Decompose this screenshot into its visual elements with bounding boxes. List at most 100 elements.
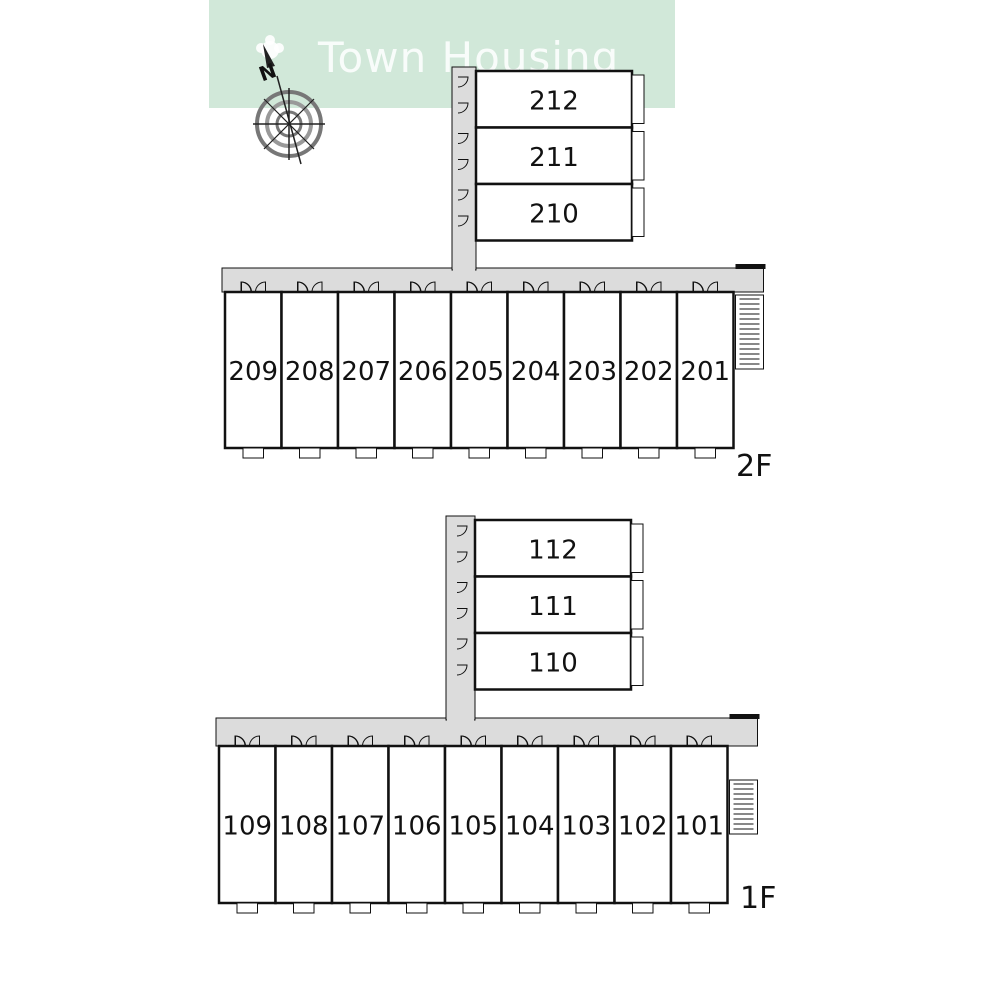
door-icon xyxy=(481,281,492,293)
walkway-joint xyxy=(447,717,474,721)
door-icon xyxy=(461,735,472,747)
balcony xyxy=(349,902,371,914)
door-icon xyxy=(650,281,662,293)
door-icon xyxy=(456,608,468,619)
walkway-corridor xyxy=(221,267,764,293)
balcony xyxy=(462,902,484,914)
balcony xyxy=(406,902,428,914)
balcony xyxy=(412,447,434,459)
door-icon xyxy=(580,281,591,293)
balcony xyxy=(630,636,644,686)
stair-rail xyxy=(735,264,766,269)
stair-rail xyxy=(729,714,760,719)
door-icon xyxy=(404,735,416,747)
door-icon xyxy=(291,735,303,747)
door-icon xyxy=(701,735,712,747)
balcony xyxy=(293,902,315,914)
unit-room xyxy=(449,290,509,450)
balcony xyxy=(631,74,645,124)
unit-room xyxy=(330,744,390,905)
unit-label: 102 xyxy=(618,812,668,842)
floor-label: 2F xyxy=(736,449,772,484)
unit-label: 204 xyxy=(511,357,561,387)
door-icon xyxy=(241,281,252,293)
door-icon xyxy=(457,102,469,114)
door-icon xyxy=(523,281,535,293)
unit-label: 203 xyxy=(567,357,617,387)
door-icon xyxy=(297,281,309,293)
balcony xyxy=(468,447,490,459)
door-icon xyxy=(517,735,529,747)
door-icon xyxy=(457,215,469,227)
walkway-stem xyxy=(451,66,477,271)
unit-label: 112 xyxy=(528,535,578,565)
unit-label: 205 xyxy=(454,357,504,387)
door-icon xyxy=(368,281,379,293)
door-icon xyxy=(457,76,469,88)
unit-label: 107 xyxy=(335,812,385,842)
balcony xyxy=(355,447,377,459)
balcony xyxy=(632,902,654,914)
unit-room xyxy=(669,744,729,905)
door-icon xyxy=(457,159,469,170)
unit-label: 109 xyxy=(222,812,272,842)
door-icon xyxy=(410,281,422,293)
unit-label: 110 xyxy=(528,648,578,678)
door-icon xyxy=(574,735,585,747)
door-icon xyxy=(456,638,468,650)
unit-room xyxy=(474,182,634,242)
compass-icon: N xyxy=(253,44,325,165)
balcony xyxy=(519,902,541,914)
unit-room xyxy=(473,631,633,691)
unit-label: 101 xyxy=(674,812,724,842)
unit-label: 201 xyxy=(680,357,730,387)
stairs xyxy=(735,294,764,370)
floor-label: 1F xyxy=(740,881,776,916)
balcony xyxy=(525,447,547,459)
balcony xyxy=(688,902,710,914)
unit-label: 105 xyxy=(448,812,498,842)
balcony xyxy=(631,187,645,237)
unit-label: 202 xyxy=(624,357,674,387)
door-icon xyxy=(418,735,430,747)
balcony xyxy=(575,902,597,914)
door-icon xyxy=(424,281,436,293)
door-icon xyxy=(707,281,718,293)
door-icon xyxy=(456,582,468,593)
door-icon xyxy=(644,735,656,747)
unit-label: 211 xyxy=(529,143,579,173)
unit-label: 208 xyxy=(285,357,335,387)
door-icon xyxy=(594,281,605,293)
door-icon xyxy=(255,281,266,293)
door-icon xyxy=(457,189,469,201)
door-icon xyxy=(687,735,698,747)
door-icon xyxy=(467,281,478,293)
unit-label: 106 xyxy=(392,812,442,842)
unit-label: 108 xyxy=(279,812,329,842)
door-icon xyxy=(475,735,486,747)
balcony xyxy=(242,447,264,459)
balcony xyxy=(694,447,716,459)
balcony xyxy=(638,447,660,459)
unit-label: 212 xyxy=(529,86,579,116)
balcony xyxy=(631,131,645,181)
unit-room xyxy=(387,744,447,905)
unit-label: 104 xyxy=(505,812,555,842)
door-icon xyxy=(457,133,469,144)
door-icon xyxy=(537,281,549,293)
door-icon xyxy=(305,735,317,747)
unit-room xyxy=(473,518,633,578)
unit-label: 206 xyxy=(398,357,448,387)
door-icon xyxy=(311,281,323,293)
balcony xyxy=(630,580,644,630)
door-icon xyxy=(630,735,642,747)
unit-room xyxy=(613,744,673,905)
door-icon xyxy=(249,735,260,747)
door-icon xyxy=(235,735,246,747)
door-icon xyxy=(456,551,468,563)
stairs xyxy=(729,779,758,835)
walkway-corridor xyxy=(215,717,758,747)
